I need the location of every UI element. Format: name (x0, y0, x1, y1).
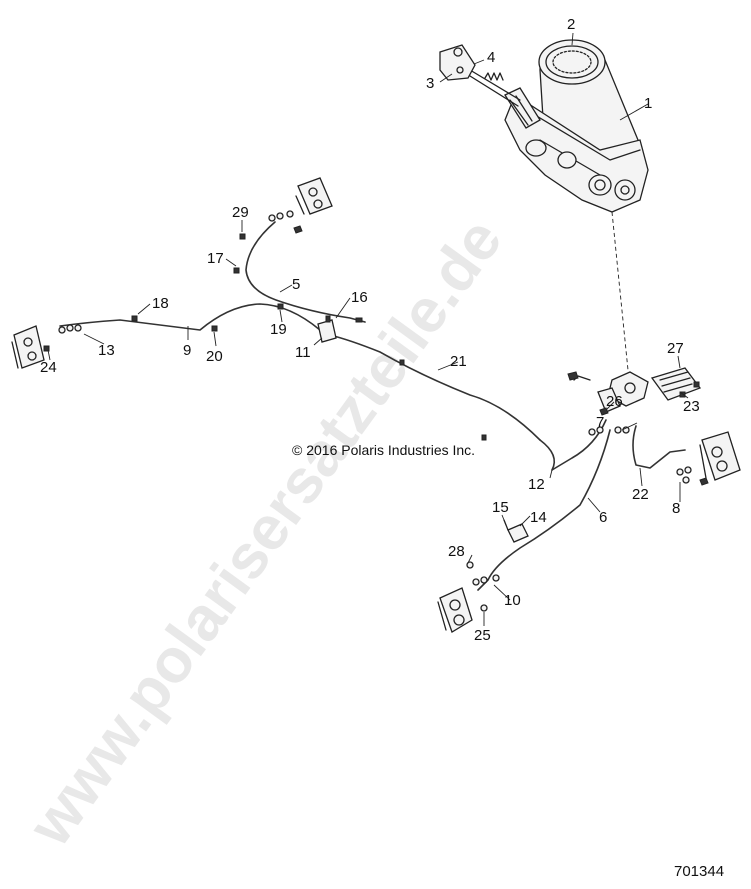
callout-20: 20 (206, 348, 223, 365)
brake-line-main (551, 419, 607, 471)
callout-15: 15 (492, 499, 509, 516)
front-right-caliper (295, 177, 333, 215)
callout-10: 10 (504, 592, 521, 609)
copyright-notice: © 2016 Polaris Industries Inc. (292, 442, 475, 458)
callout-12: 12 (528, 476, 545, 493)
callout-2: 2 (567, 16, 575, 33)
callout-6: 6 (599, 509, 607, 526)
push-rod (469, 69, 521, 107)
brake-line-left-rear (477, 429, 611, 591)
line-fittings-front (43, 210, 363, 352)
callout-22: 22 (632, 486, 649, 503)
callout-25: 25 (474, 627, 491, 644)
brake-line-right-rear (632, 425, 686, 469)
module-bracket (650, 367, 702, 401)
callout-4: 4 (487, 49, 495, 66)
leader-lines (47, 32, 689, 626)
callout-28: 28 (448, 543, 465, 560)
callout-23: 23 (683, 398, 700, 415)
callout-21: 21 (450, 353, 467, 370)
callout-18: 18 (152, 295, 169, 312)
line-fittings-right (399, 359, 709, 612)
callout-19: 19 (270, 321, 287, 338)
callout-labels: 1 2 3 4 5 6 7 8 9 10 11 12 13 14 15 16 1… (40, 16, 700, 644)
callout-11: 11 (295, 344, 311, 361)
right-rear-caliper (699, 431, 741, 481)
brake-line-front-long (329, 334, 541, 441)
callout-24: 24 (40, 359, 57, 376)
line-clip (503, 519, 529, 543)
callout-14: 14 (530, 509, 547, 526)
clevis (439, 44, 476, 81)
brake-line-front-right (245, 221, 366, 323)
document-number: 701344 (674, 863, 724, 880)
callout-27: 27 (667, 340, 684, 357)
left-rear-caliper (437, 587, 473, 633)
callout-13: 13 (98, 342, 115, 359)
callout-1: 1 (644, 95, 652, 112)
callout-17: 17 (207, 250, 224, 267)
alignment-dash-line (611, 211, 629, 371)
callout-29: 29 (232, 204, 249, 221)
callout-7: 7 (596, 414, 604, 431)
callout-26: 26 (606, 393, 623, 410)
callout-16: 16 (351, 289, 368, 306)
brake-line-tail (539, 439, 556, 471)
callout-8: 8 (672, 500, 680, 517)
callout-5: 5 (292, 276, 300, 293)
proportioning-valve (567, 371, 649, 413)
front-left-caliper (11, 325, 45, 369)
callout-9: 9 (183, 342, 191, 359)
reservoir-cap (538, 39, 606, 85)
callout-3: 3 (426, 75, 434, 92)
